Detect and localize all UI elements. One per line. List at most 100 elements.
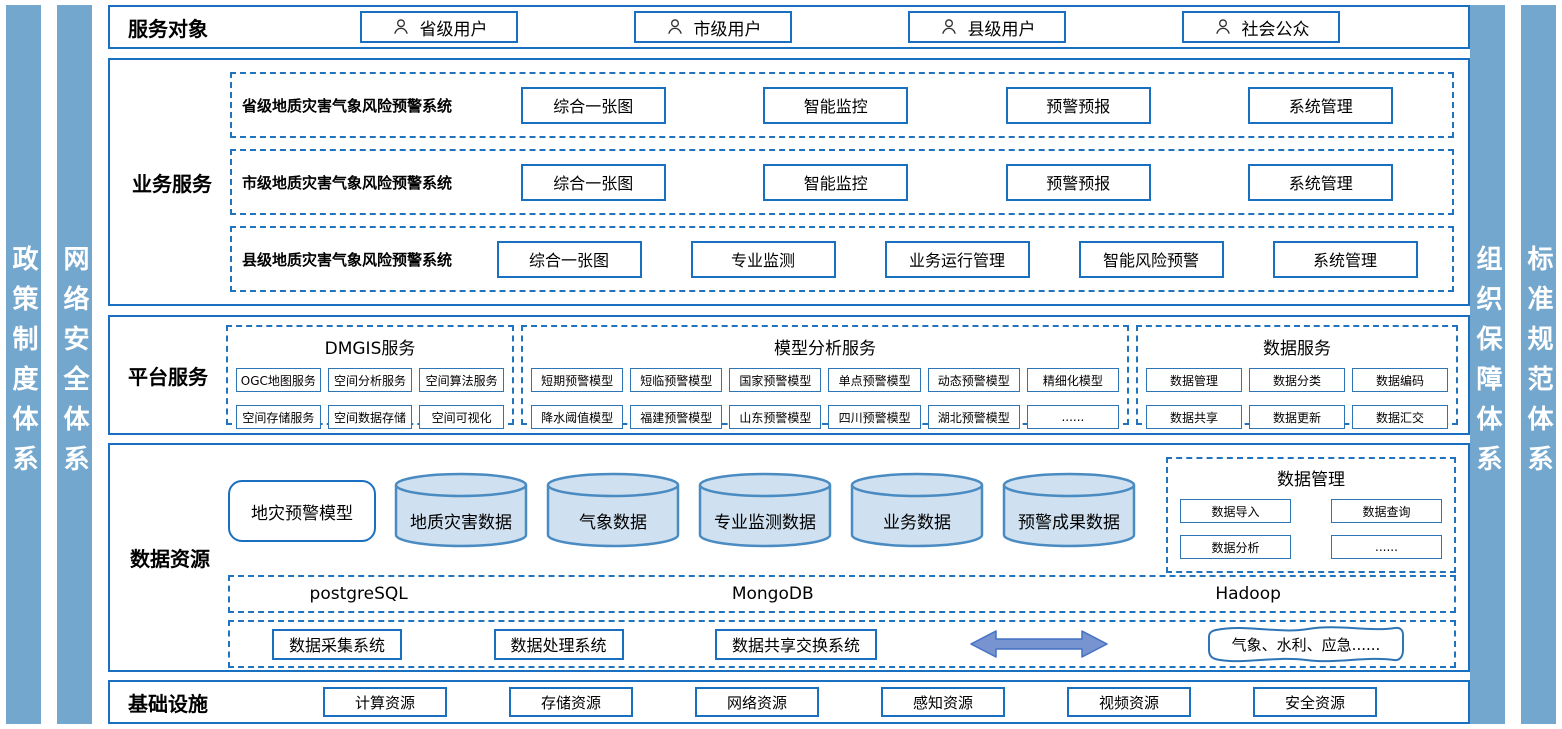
service-box: 空间存储服务 bbox=[236, 405, 321, 429]
platform-services-section: 平台服务 DMGIS服务 OGC地图服务 空间分析服务 空间算法服务 空间存储服… bbox=[108, 315, 1470, 435]
service-box: ...... bbox=[1026, 405, 1119, 429]
module-button: 业务运行管理 bbox=[884, 240, 1030, 278]
data-management-item: 数据查询 bbox=[1331, 499, 1442, 523]
service-targets-title: 服务对象 bbox=[128, 16, 208, 41]
service-box: 短期预警模型 bbox=[531, 368, 624, 392]
left-bar-network-security-system: 网络安全体系 bbox=[57, 5, 92, 724]
resource-box-network: 网络资源 bbox=[695, 687, 819, 717]
user-box-public: 社会公众 bbox=[1182, 11, 1340, 43]
service-box: 降水阈值模型 bbox=[531, 405, 624, 429]
data-collection-system-box: 数据采集系统 bbox=[272, 628, 403, 660]
cylinder-label: 气象数据 bbox=[579, 513, 647, 533]
service-box: 数据分类 bbox=[1249, 368, 1345, 392]
data-management-grid: 数据导入 数据查询 数据分析 ...... bbox=[1180, 499, 1442, 559]
service-box: 湖北预警模型 bbox=[927, 405, 1020, 429]
cylinder-label: 地质灾害数据 bbox=[410, 513, 512, 533]
system-box-city: 市级地质灾害气象风险预警系统 综合一张图 智能监控 预警预报 系统管理 bbox=[230, 149, 1454, 215]
service-box: 国家预警模型 bbox=[729, 368, 822, 392]
wavy-border-shape bbox=[1207, 626, 1404, 663]
system-name: 市级地质灾害气象风险预警系统 bbox=[242, 173, 453, 192]
user-box-label: 县级用户 bbox=[967, 19, 1036, 40]
user-box-provincial: 省级用户 bbox=[360, 11, 518, 43]
business-services-section: 业务服务 省级地质灾害气象风险预警系统 综合一张图 智能监控 预警预报 系统管理… bbox=[108, 58, 1470, 306]
diagram-main-area: 服务对象 省级用户 市级用户 县级用户 社会公众 bbox=[108, 5, 1470, 724]
service-box: 短临预警模型 bbox=[630, 368, 723, 392]
system-modules: 综合一张图 专业监测 业务运行管理 智能风险预警 系统管理 bbox=[472, 240, 1442, 278]
service-box: 四川预警模型 bbox=[828, 405, 921, 429]
business-services-title: 业务服务 bbox=[132, 171, 212, 196]
service-box: 空间数据存储 bbox=[327, 405, 413, 429]
service-box: 单点预警模型 bbox=[828, 368, 921, 392]
disaster-warning-model-box: 地灾预警模型 bbox=[228, 480, 376, 542]
data-resources-content: 地灾预警模型 地质灾害数据 气象数据 专业监测数据 bbox=[228, 455, 1456, 668]
resource-box-storage: 存储资源 bbox=[509, 687, 633, 717]
module-button: 系统管理 bbox=[1248, 163, 1394, 201]
system-name: 省级地质灾害气象风险预警系统 bbox=[242, 96, 453, 115]
platform-group-dmgis: DMGIS服务 OGC地图服务 空间分析服务 空间算法服务 空间存储服务 空间数… bbox=[226, 325, 514, 429]
cylinder-shape bbox=[1002, 472, 1136, 548]
cylinder-shape bbox=[698, 472, 832, 548]
cylinder-shape bbox=[546, 472, 680, 548]
user-box-city: 市级用户 bbox=[634, 11, 792, 43]
group-grid: OGC地图服务 空间分析服务 空间算法服务 空间存储服务 空间数据存储 空间可视… bbox=[236, 368, 504, 429]
platform-group-model-analysis: 模型分析服务 短期预警模型 短临预警模型 国家预警模型 单点预警模型 动态预警模… bbox=[521, 325, 1129, 429]
service-box: OGC地图服务 bbox=[236, 368, 321, 392]
data-management-item: 数据分析 bbox=[1180, 535, 1291, 559]
db-label-postgresql: postgreSQL bbox=[309, 584, 408, 604]
module-button: 智能风险预警 bbox=[1078, 240, 1224, 278]
db-label-hadoop: Hadoop bbox=[1215, 584, 1281, 604]
data-cylinder-business: 业务数据 bbox=[850, 472, 984, 550]
module-button: 智能监控 bbox=[763, 86, 909, 124]
module-button: 综合一张图 bbox=[520, 86, 666, 124]
right-bar-organization-label: 组织保障体系 bbox=[1472, 244, 1502, 485]
system-modules: 综合一张图 智能监控 预警预报 系统管理 bbox=[472, 163, 1442, 201]
user-box-label: 省级用户 bbox=[419, 19, 488, 40]
right-bar-standards-label: 标准规范体系 bbox=[1523, 244, 1553, 485]
left-bar-policy-system: 政策制度体系 bbox=[6, 5, 41, 724]
group-title: 数据服务 bbox=[1263, 339, 1331, 359]
data-management-item: ...... bbox=[1331, 535, 1442, 559]
external-systems-shape: 气象、水利、应急...... bbox=[1200, 622, 1412, 666]
service-box: 福建预警模型 bbox=[630, 405, 723, 429]
data-cylinder-professional-monitoring: 专业监测数据 bbox=[698, 472, 832, 550]
module-button: 预警预报 bbox=[1005, 163, 1151, 201]
database-row: postgreSQL MongoDB Hadoop bbox=[228, 575, 1456, 613]
data-management-title: 数据管理 bbox=[1277, 470, 1345, 490]
person-icon bbox=[393, 19, 408, 34]
double-arrow-icon bbox=[969, 630, 1108, 658]
infrastructure-title: 基础设施 bbox=[128, 691, 208, 716]
group-title: 模型分析服务 bbox=[774, 339, 876, 359]
data-processing-system-box: 数据处理系统 bbox=[493, 628, 624, 660]
resource-box-video: 视频资源 bbox=[1067, 687, 1191, 717]
service-box: 数据更新 bbox=[1249, 405, 1345, 429]
system-modules: 综合一张图 智能监控 预警预报 系统管理 bbox=[472, 86, 1442, 124]
infrastructure-row: 计算资源 存储资源 网络资源 感知资源 视频资源 安全资源 bbox=[232, 687, 1468, 717]
data-cylinder-meteorological: 气象数据 bbox=[546, 472, 680, 550]
data-stores-row: 地灾预警模型 地质灾害数据 气象数据 专业监测数据 bbox=[228, 455, 1456, 573]
db-label-mongodb: MongoDB bbox=[731, 584, 814, 604]
data-resources-title: 数据资源 bbox=[130, 547, 210, 571]
system-box-county: 县级地质灾害气象风险预警系统 综合一张图 专业监测 业务运行管理 智能风险预警 … bbox=[230, 226, 1454, 292]
cylinder-label: 业务数据 bbox=[883, 513, 951, 533]
service-box: 数据汇交 bbox=[1352, 405, 1448, 429]
service-targets-section: 服务对象 省级用户 市级用户 县级用户 社会公众 bbox=[108, 5, 1470, 49]
cylinder-shape bbox=[850, 472, 984, 548]
platform-groups: DMGIS服务 OGC地图服务 空间分析服务 空间算法服务 空间存储服务 空间数… bbox=[226, 325, 1458, 429]
cylinder-label: 预警成果数据 bbox=[1018, 513, 1120, 533]
system-box-provincial: 省级地质灾害气象风险预警系统 综合一张图 智能监控 预警预报 系统管理 bbox=[230, 72, 1454, 138]
infrastructure-section: 基础设施 计算资源 存储资源 网络资源 感知资源 视频资源 安全资源 bbox=[108, 680, 1470, 724]
service-box: 数据管理 bbox=[1146, 368, 1242, 392]
data-cylinder-geologic-hazard: 地质灾害数据 bbox=[394, 472, 528, 550]
data-sharing-exchange-system-box: 数据共享交换系统 bbox=[715, 628, 878, 660]
service-box: 空间算法服务 bbox=[419, 368, 504, 392]
cylinder-label: 专业监测数据 bbox=[714, 513, 816, 533]
service-box: 数据共享 bbox=[1146, 405, 1242, 429]
left-bar-policy-label: 政策制度体系 bbox=[8, 244, 38, 485]
service-box: 空间可视化 bbox=[419, 405, 504, 429]
service-box: 空间分析服务 bbox=[327, 368, 413, 392]
resource-box-compute: 计算资源 bbox=[323, 687, 447, 717]
service-box: 动态预警模型 bbox=[927, 368, 1020, 392]
person-icon bbox=[1215, 19, 1230, 34]
service-box: 精细化模型 bbox=[1026, 368, 1119, 392]
